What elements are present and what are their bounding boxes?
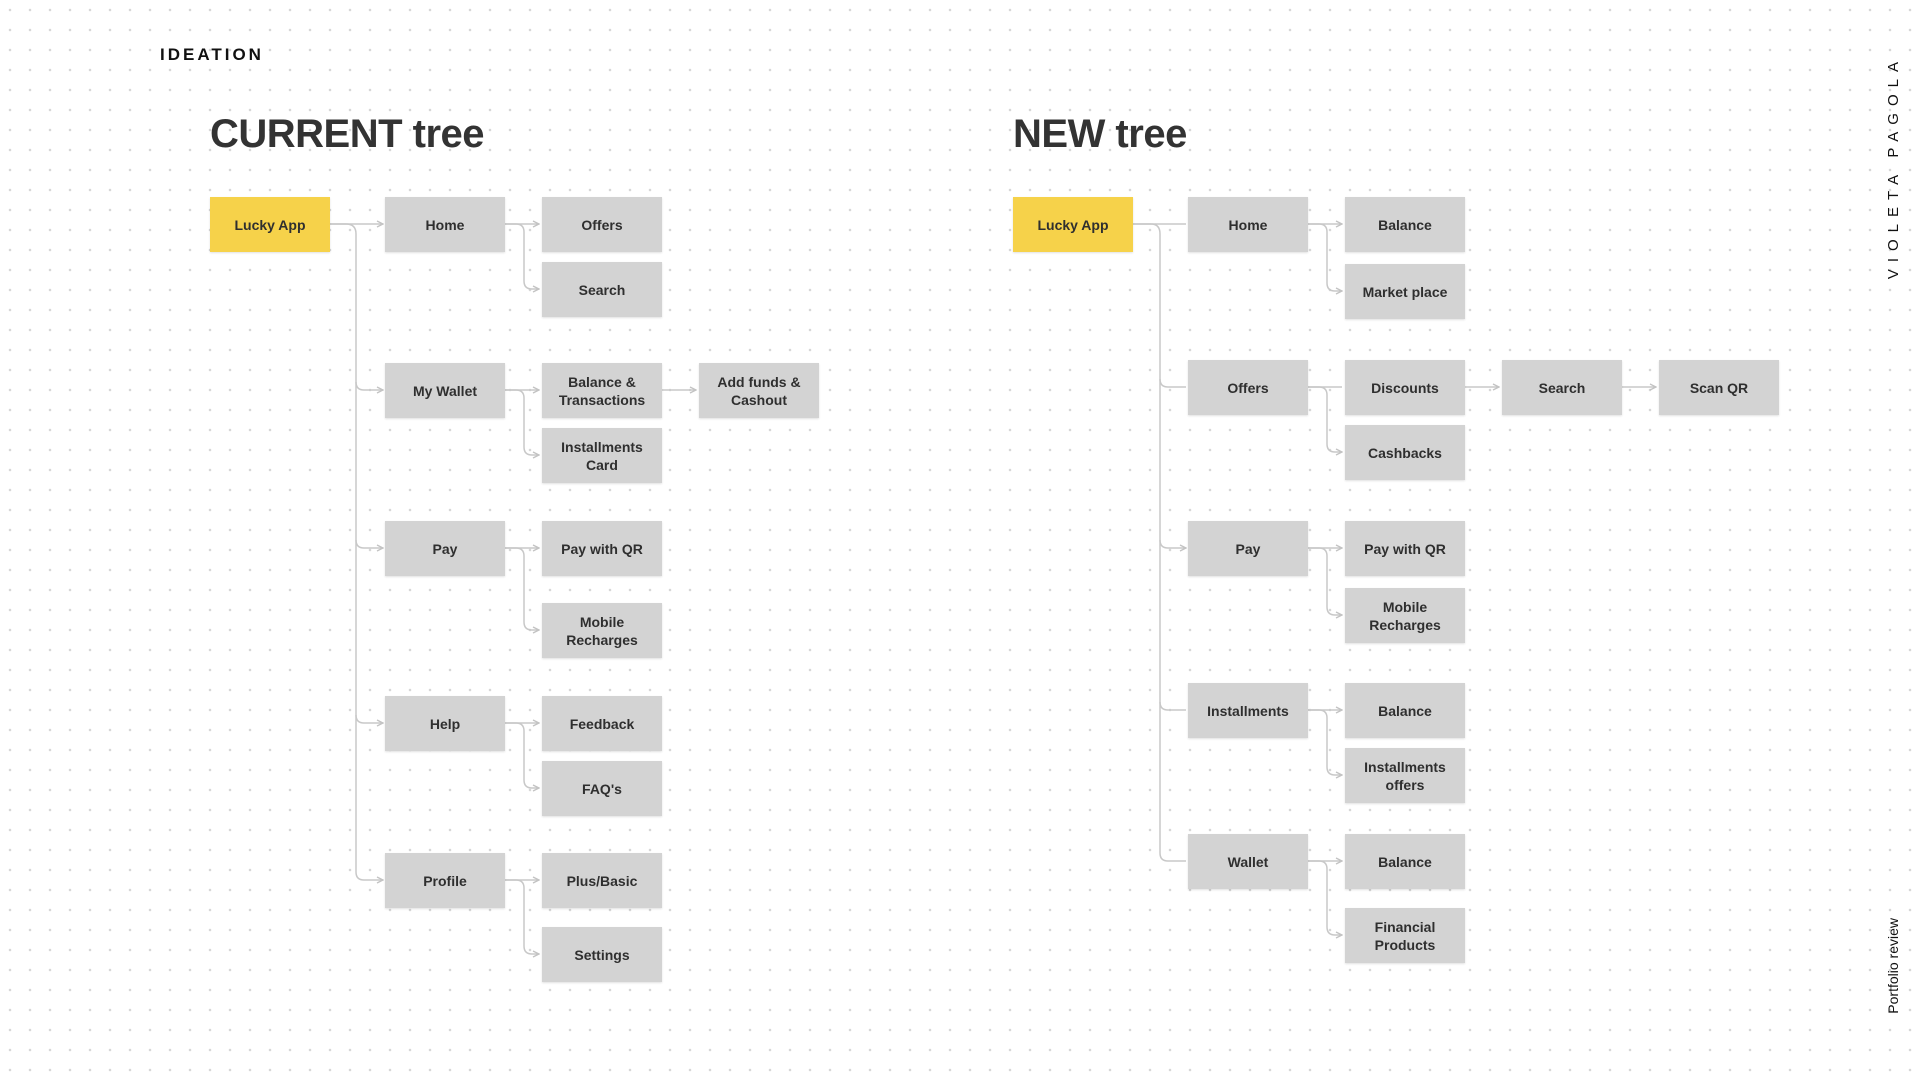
current-node-my-wallet[interactable]: My Wallet — [385, 363, 505, 418]
new-node-wallet-balance[interactable]: Balance — [1345, 834, 1465, 889]
node-label-line: Balance & — [568, 373, 636, 390]
node-label-line: Financial — [1374, 918, 1436, 935]
current-root-lucky-app[interactable]: Lucky App — [210, 197, 330, 252]
new-node-home[interactable]: Home — [1188, 197, 1308, 252]
new-node-discounts[interactable]: Discounts — [1345, 360, 1465, 415]
connector-new-root-pay — [1159, 379, 1186, 548]
connector-new-installments-offers — [1308, 709, 1342, 775]
new-node-home-balance[interactable]: Balance — [1345, 197, 1465, 252]
new-node-installments[interactable]: Installments — [1188, 683, 1308, 738]
connector-help-faqs — [505, 722, 539, 788]
connector-root-pay — [355, 382, 383, 548]
new-node-pay-with-qr[interactable]: Pay with QR — [1345, 521, 1465, 576]
current-node-offers[interactable]: Offers — [542, 197, 662, 252]
node-label-line: Products — [1374, 936, 1436, 953]
new-node-pay[interactable]: Pay — [1188, 521, 1308, 576]
connector-profile-settings — [505, 879, 539, 954]
connector-home-search — [505, 223, 539, 289]
current-node-plus-basic[interactable]: Plus/Basic — [542, 853, 662, 908]
connector-new-root-wallet — [1159, 702, 1186, 862]
current-node-profile[interactable]: Profile — [385, 853, 505, 908]
new-root-lucky-app[interactable]: Lucky App — [1013, 197, 1133, 252]
current-node-pay-with-qr[interactable]: Pay with QR — [542, 521, 662, 576]
current-node-home[interactable]: Home — [385, 197, 505, 252]
new-tree-title: NEW tree — [1013, 112, 1187, 156]
current-node-help[interactable]: Help — [385, 696, 505, 751]
connector-new-wallet-financial — [1308, 860, 1342, 935]
current-node-add-funds-cashout[interactable]: Add funds & Cashout — [699, 363, 819, 418]
current-node-mobile-recharges[interactable]: Mobile Recharges — [542, 603, 662, 658]
new-node-mobile-recharges[interactable]: Mobile Recharges — [1345, 588, 1465, 643]
node-label-line: Card — [586, 456, 618, 473]
connector-new-pay-mobile — [1308, 547, 1342, 615]
node-label-line: Installments — [1364, 758, 1446, 775]
current-node-faqs[interactable]: FAQ's — [542, 761, 662, 816]
node-label-line: offers — [1385, 776, 1425, 793]
connector-mywallet-installments — [505, 389, 539, 455]
node-label-line: Cashout — [731, 391, 787, 408]
new-node-offers[interactable]: Offers — [1188, 360, 1308, 415]
connector-pay-mobile — [505, 547, 539, 630]
connector-root-mywallet — [330, 223, 383, 390]
node-label-line: Add funds & — [717, 373, 801, 390]
node-label-line: Recharges — [566, 631, 638, 648]
new-node-cashbacks[interactable]: Cashbacks — [1345, 425, 1465, 480]
new-node-wallet[interactable]: Wallet — [1188, 834, 1308, 889]
connector-root-help — [355, 540, 383, 723]
new-node-installments-balance[interactable]: Balance — [1345, 683, 1465, 738]
new-node-scan-qr[interactable]: Scan QR — [1659, 360, 1779, 415]
connector-new-offers-cashbacks — [1308, 386, 1342, 452]
new-node-installments-offers[interactable]: Installments offers — [1345, 748, 1465, 803]
current-node-feedback[interactable]: Feedback — [542, 696, 662, 751]
current-node-settings[interactable]: Settings — [542, 927, 662, 982]
node-label-line: Mobile — [1382, 598, 1428, 615]
new-node-search[interactable]: Search — [1502, 360, 1622, 415]
node-label-line: Installments — [561, 438, 643, 455]
current-node-search[interactable]: Search — [542, 262, 662, 317]
node-label-line: Mobile — [579, 613, 625, 630]
connector-new-root-installments — [1159, 540, 1186, 711]
connector-root-profile — [355, 715, 383, 880]
new-node-market-place[interactable]: Market place — [1345, 264, 1465, 319]
current-node-pay[interactable]: Pay — [385, 521, 505, 576]
section-label: IDEATION — [160, 45, 264, 64]
node-label-line: Recharges — [1369, 616, 1441, 633]
connector-new-root-offers — [1133, 223, 1186, 388]
node-label-line: Transactions — [558, 391, 646, 408]
current-node-installments-card[interactable]: Installments Card — [542, 428, 662, 483]
current-tree-title: CURRENT tree — [210, 112, 485, 156]
current-node-balance-transactions[interactable]: Balance & Transactions — [542, 363, 662, 418]
connector-new-home-marketplace — [1308, 223, 1342, 291]
new-node-financial-products[interactable]: Financial Products — [1345, 908, 1465, 963]
